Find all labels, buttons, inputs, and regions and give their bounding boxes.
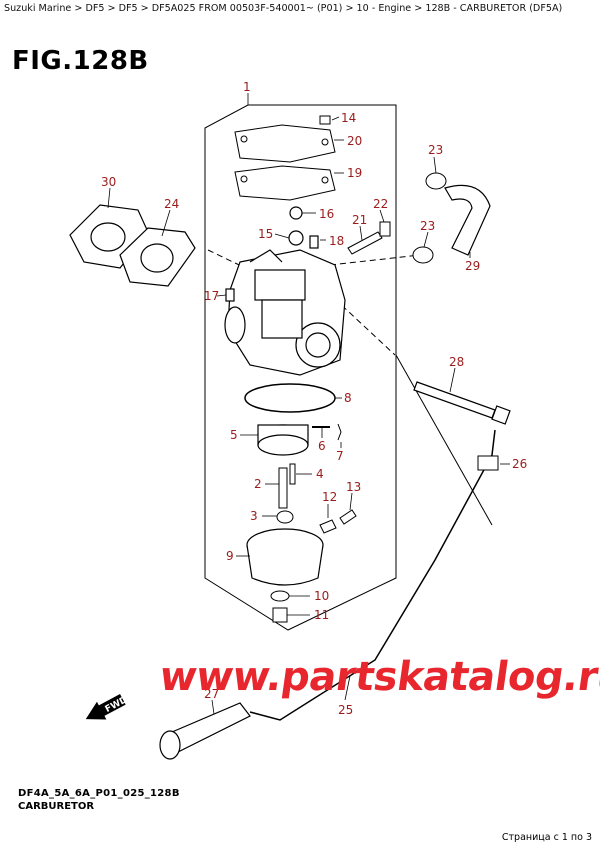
diagram-name: CARBURETOR (18, 801, 95, 812)
figure-title: FIG.128B (12, 46, 149, 76)
diagram-code: DF4A_5A_6A_P01_025_128B (18, 788, 180, 799)
carburetor-body (224, 206, 346, 376)
callout-24: 24 (164, 197, 179, 211)
callout-2: 2 (254, 477, 262, 491)
callout-20: 20 (347, 134, 362, 148)
callout-15: 15 (258, 227, 273, 241)
page-count: Страница с 1 по 3 (501, 832, 592, 843)
callout-18: 18 (329, 234, 344, 248)
callout-11: 11 (314, 608, 329, 622)
pilot-screw-21 (347, 231, 383, 255)
callout-17: 17 (204, 289, 219, 303)
breadcrumb: Suzuki Marine > DF5 > DF5 > DF5A025 FROM… (4, 3, 563, 14)
callout-14: 14 (341, 111, 356, 125)
main-jet-2 (278, 467, 288, 509)
callout-26: 26 (512, 457, 527, 471)
watermark: www.partskatalog.ru (156, 654, 600, 700)
callout-4: 4 (316, 467, 324, 481)
callout-12: 12 (322, 490, 337, 504)
callout-23-upper: 23 (428, 143, 443, 157)
plug-22 (379, 221, 391, 237)
float-bowl-9 (246, 528, 324, 586)
hose-29 (444, 184, 491, 256)
callout-29: 29 (465, 259, 480, 273)
callout-25: 25 (338, 703, 353, 717)
spring-12 (319, 519, 337, 534)
gasket-20 (234, 124, 336, 163)
choke-rod-25 (249, 429, 496, 721)
jet-3 (276, 510, 294, 524)
callout-21: 21 (352, 213, 367, 227)
choke-knob-27 (159, 702, 251, 760)
callout-13: 13 (346, 480, 361, 494)
callout-28: 28 (449, 355, 464, 369)
needle-4 (289, 463, 296, 485)
callout-8: 8 (344, 391, 352, 405)
callout-19: 19 (347, 166, 362, 180)
screw-14 (319, 115, 331, 125)
callout-10: 10 (314, 589, 329, 603)
callout-22: 22 (373, 197, 388, 211)
gasket-19 (234, 165, 336, 201)
callout-9: 9 (226, 549, 234, 563)
drain-screw-11 (272, 607, 288, 623)
o-ring-8 (244, 383, 336, 413)
callout-30: 30 (101, 175, 116, 189)
callout-1: 1 (243, 80, 251, 94)
callout-16: 16 (319, 207, 334, 221)
callout-7: 7 (336, 449, 344, 463)
gasket-24 (119, 227, 196, 287)
callout-6: 6 (318, 439, 326, 453)
callout-27: 27 (204, 687, 219, 701)
callout-3: 3 (250, 509, 258, 523)
screw-13 (339, 509, 357, 525)
gasket-10 (270, 590, 290, 602)
callout-5: 5 (230, 428, 238, 442)
float-5 (257, 424, 309, 456)
clip-7 (337, 423, 342, 441)
fwd-arrow-icon: FWD (85, 694, 129, 720)
bolt-28 (413, 381, 511, 425)
clip-26 (477, 455, 499, 471)
clamp-23-upper (425, 172, 447, 190)
callout-23-lower: 23 (420, 219, 435, 233)
clamp-23-lower (412, 246, 434, 264)
